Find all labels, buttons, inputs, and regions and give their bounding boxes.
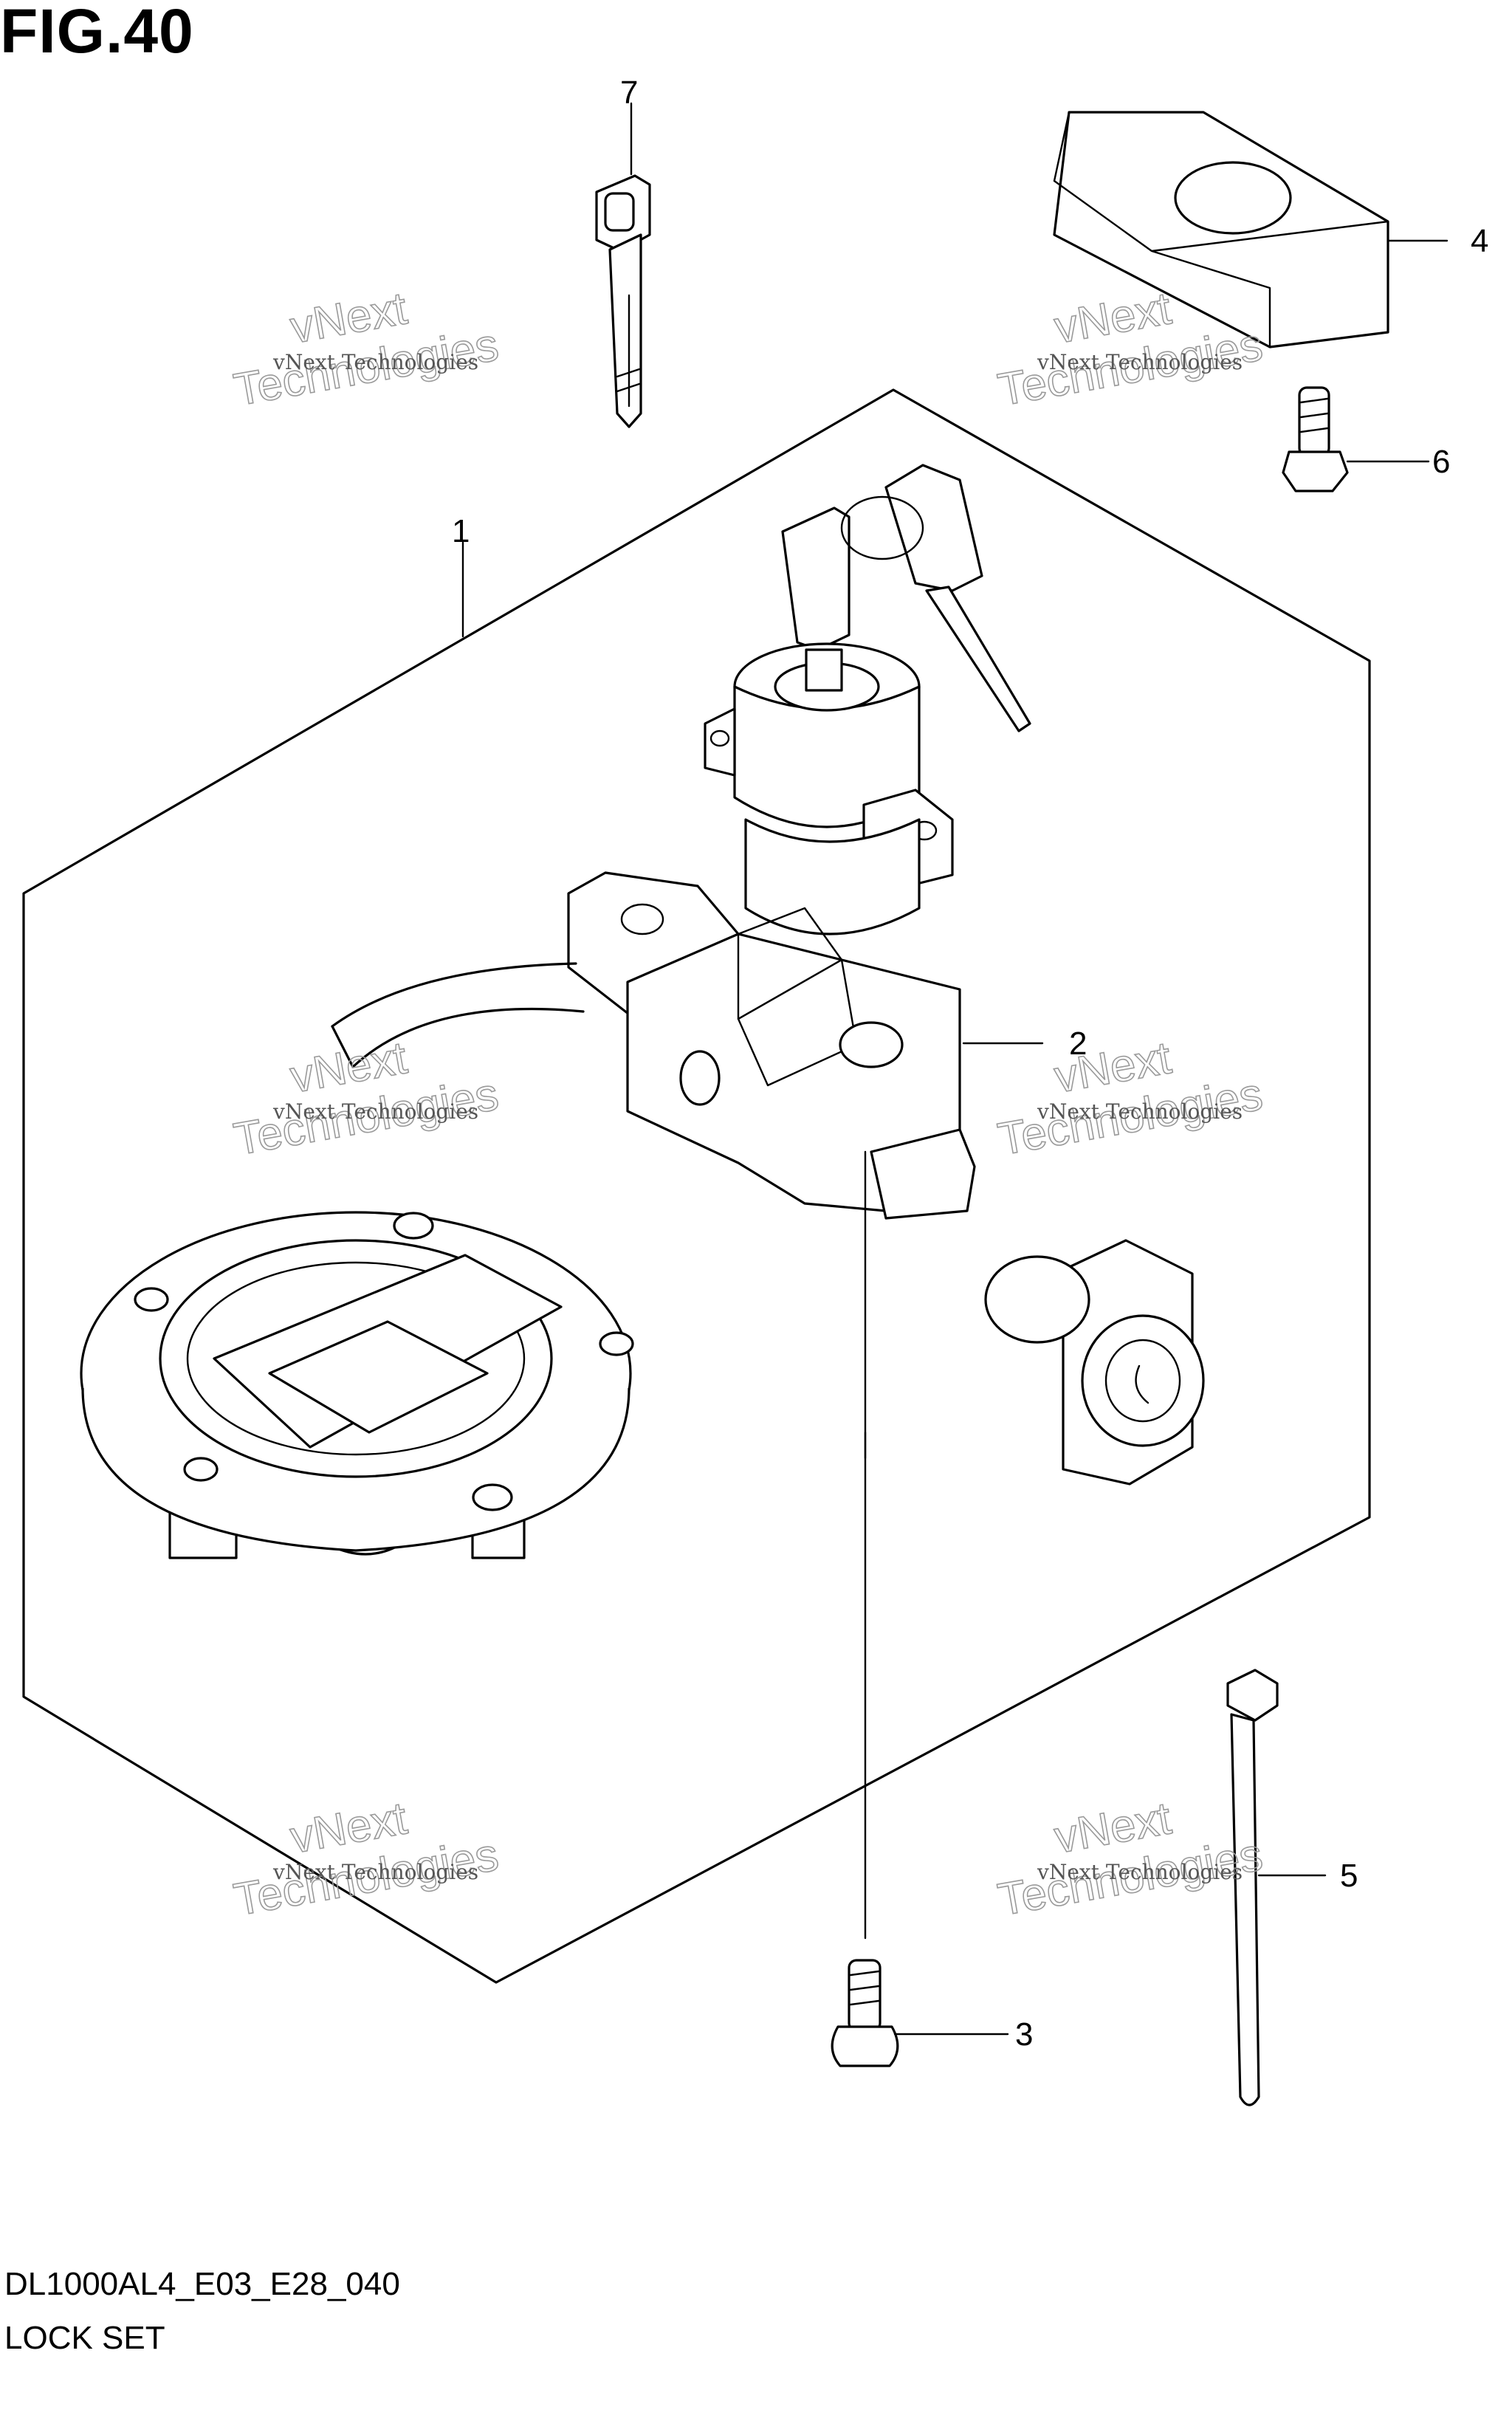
watermark-1: vNext Technologies vNext Technologies (230, 282, 503, 416)
watermark-small: vNext Technologies (272, 1860, 478, 1884)
ignition-switch[interactable] (331, 464, 1031, 1220)
callout-3[interactable]: 3 (1015, 2016, 1033, 2053)
callout-7[interactable]: 7 (620, 75, 638, 111)
part-6-bolt[interactable] (1282, 386, 1349, 492)
figure-title: FIG.40 (0, 0, 194, 66)
watermark-3: vNext Technologies vNext Technologies (230, 1031, 503, 1166)
callout-5[interactable]: 5 (1340, 1858, 1358, 1894)
callout-1[interactable]: 1 (452, 513, 470, 549)
seat-lock[interactable] (984, 1239, 1205, 1486)
fuel-cap-assembly[interactable] (80, 1211, 634, 1559)
callout-2[interactable]: 2 (1069, 1026, 1087, 1062)
assembly-outline (22, 388, 1371, 1984)
figure-code: DL1000AL4_E03_E28_040 (4, 2266, 400, 2302)
part-3-screw[interactable] (831, 1959, 899, 2067)
watermark-small: vNext Technologies (1037, 1099, 1243, 1124)
figure-name: LOCK SET (4, 2320, 165, 2356)
callout-6[interactable]: 6 (1432, 444, 1450, 480)
part-7-key[interactable] (595, 174, 651, 428)
callout-4[interactable]: 4 (1471, 223, 1488, 259)
part-5-cable-tie[interactable] (1226, 1669, 1279, 2106)
watermark-small: vNext Technologies (272, 1099, 478, 1124)
watermark-small: vNext Technologies (1037, 1860, 1243, 1884)
watermark-small: vNext Technologies (272, 350, 478, 374)
watermark-6: vNext Technologies vNext Technologies (994, 1792, 1267, 1926)
watermark-5: vNext Technologies vNext Technologies (230, 1792, 503, 1926)
part-4-cover[interactable] (1053, 111, 1389, 348)
watermark-4: vNext Technologies vNext Technologies (994, 1031, 1267, 1166)
watermark-small: vNext Technologies (1037, 350, 1243, 374)
